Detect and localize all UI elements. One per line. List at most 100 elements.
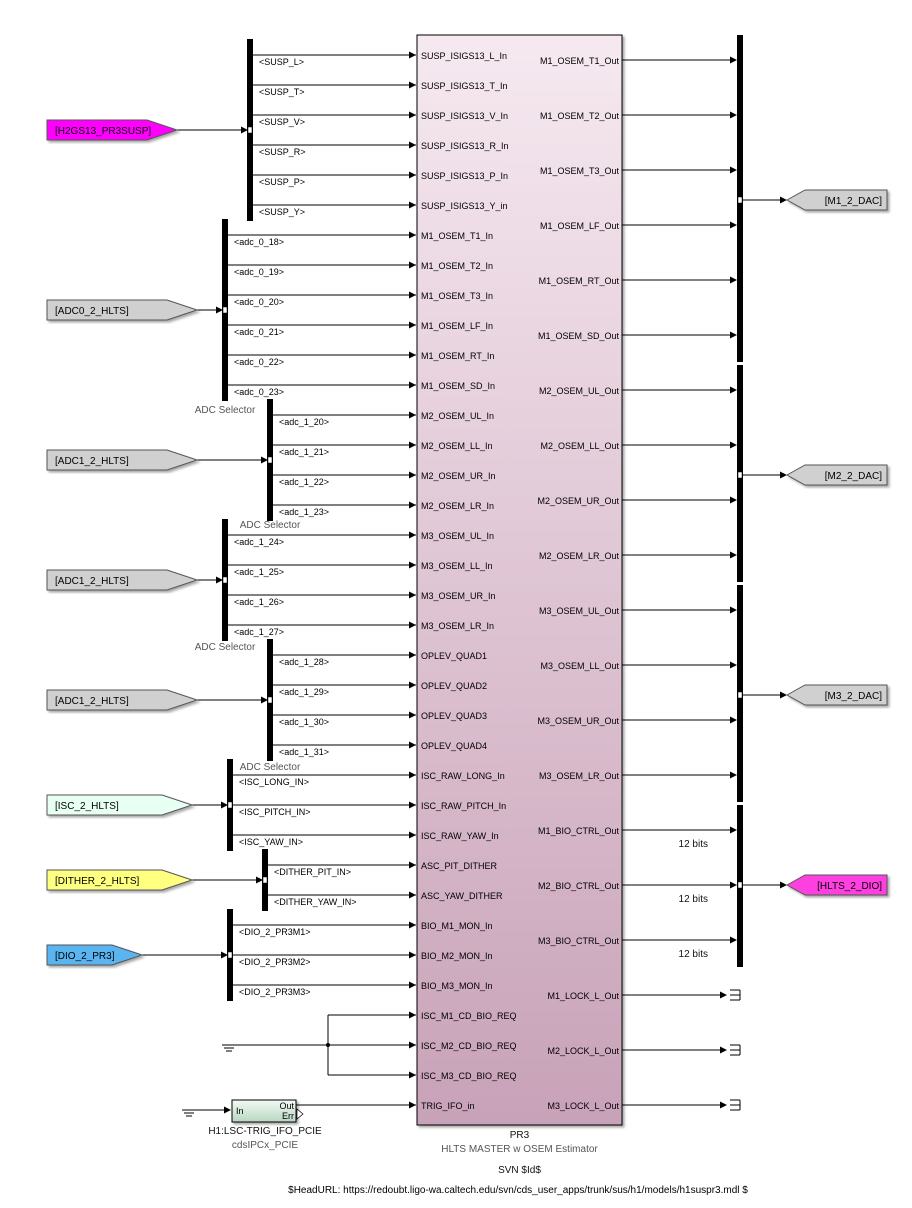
ipc-block-name: H1:LSC-TRIG_IFO_PCIE bbox=[208, 1126, 322, 1137]
selector-caption: ADC Selector bbox=[195, 642, 256, 653]
from-tag-arrow bbox=[241, 126, 248, 134]
from-tag-arrow bbox=[261, 456, 268, 464]
selector-output-arrow bbox=[409, 591, 416, 599]
selector-signal-label: <DITHER_YAW_IN> bbox=[274, 897, 357, 907]
output-arrow bbox=[730, 441, 737, 449]
goto-tag bbox=[785, 684, 888, 706]
selector-output-arrow bbox=[409, 111, 416, 119]
selector-signal-label: <SUSP_V> bbox=[259, 117, 305, 127]
from-tag-label: [ADC0_2_HLTS] bbox=[55, 306, 129, 317]
input-port-label: BIO_M2_MON_In bbox=[421, 951, 493, 961]
selector-output-arrow bbox=[409, 681, 416, 689]
output-arrow bbox=[730, 716, 737, 724]
bus-selector-port bbox=[222, 306, 228, 314]
selector-output-arrow bbox=[409, 351, 416, 359]
output-arrow bbox=[730, 661, 737, 669]
output-port-label: M3_OSEM_UR_Out bbox=[537, 716, 619, 726]
from-tag-label: [DITHER_2_HLTS] bbox=[55, 876, 140, 887]
input-port-label: SUSP_ISIGS13_V_In bbox=[421, 111, 508, 121]
goto-tag-label: [HLTS_2_DIO] bbox=[817, 881, 882, 892]
bus-selector-port bbox=[267, 696, 273, 704]
output-port-label: M2_LOCK_L_Out bbox=[547, 1046, 619, 1056]
selector-output-arrow bbox=[409, 981, 416, 989]
output-arrow bbox=[730, 606, 737, 614]
output-arrow bbox=[730, 936, 737, 944]
selector-output-arrow bbox=[409, 711, 416, 719]
terminator-icon bbox=[730, 989, 741, 1001]
selector-signal-label: <adc_1_30> bbox=[279, 717, 329, 727]
from-tag-label: [ADC1_2_HLTS] bbox=[55, 576, 129, 587]
output-port-label: M2_OSEM_LR_Out bbox=[539, 551, 620, 561]
selector-output-arrow bbox=[409, 201, 416, 209]
selector-output-arrow bbox=[409, 381, 416, 389]
input-port-label: M1_OSEM_RT_In bbox=[421, 351, 494, 361]
from-tag bbox=[46, 119, 179, 141]
input-port-label: ISC_M1_CD_BIO_REQ bbox=[421, 1011, 517, 1021]
selector-output-arrow bbox=[409, 231, 416, 239]
goto-tag-label: [M2_2_DAC] bbox=[825, 471, 882, 482]
master-block-name: PR3 bbox=[510, 1130, 530, 1141]
output-arrow bbox=[730, 881, 737, 889]
output-port-label: M1_OSEM_RT_Out bbox=[539, 276, 620, 286]
bio-req-arrow bbox=[409, 1011, 416, 1019]
input-port-label: M1_OSEM_T3_In bbox=[421, 291, 493, 301]
output-arrow bbox=[730, 826, 737, 834]
goto-tag bbox=[785, 874, 888, 896]
input-port-label: SUSP_ISIGS13_T_In bbox=[421, 81, 508, 91]
selector-output-arrow bbox=[409, 51, 416, 59]
goto-arrow bbox=[780, 471, 787, 479]
ipc-input-arrow bbox=[224, 1106, 231, 1114]
selector-signal-label: <ISC_YAW_IN> bbox=[239, 837, 303, 847]
from-tag bbox=[46, 569, 199, 591]
selector-output-arrow bbox=[409, 741, 416, 749]
from-tag-label: [ISC_2_HLTS] bbox=[55, 801, 119, 812]
lock-output-arrow bbox=[720, 1101, 727, 1109]
selector-output-arrow bbox=[409, 411, 416, 419]
selector-output-arrow bbox=[409, 651, 416, 659]
selector-output-arrow bbox=[409, 441, 416, 449]
output-port-label: M1_OSEM_T2_Out bbox=[540, 111, 620, 121]
output-arrow bbox=[730, 331, 737, 339]
input-port-label: ISC_RAW_LONG_In bbox=[421, 771, 505, 781]
selector-output-arrow bbox=[409, 291, 416, 299]
from-tag-arrow bbox=[221, 951, 228, 959]
terminator-icon bbox=[730, 1099, 741, 1111]
ipc-in-label: In bbox=[236, 1106, 244, 1116]
selector-signal-label: <adc_0_19> bbox=[234, 267, 284, 277]
selector-signal-label: <adc_1_25> bbox=[234, 567, 284, 577]
output-arrow bbox=[730, 111, 737, 119]
output-port-label: M2_OSEM_UR_Out bbox=[537, 496, 619, 506]
selector-output-arrow bbox=[409, 321, 416, 329]
selector-signal-label: <SUSP_T> bbox=[259, 87, 305, 97]
output-arrow bbox=[730, 496, 737, 504]
selector-output-arrow bbox=[409, 801, 416, 809]
input-port-label: OPLEV_QUAD3 bbox=[421, 711, 487, 721]
output-arrow bbox=[730, 221, 737, 229]
from-tag bbox=[46, 944, 144, 966]
bit-width-label: 12 bits bbox=[679, 894, 708, 905]
from-tag-arrow bbox=[216, 576, 223, 584]
input-port-label: OPLEV_QUAD4 bbox=[421, 741, 487, 751]
output-port-label: M2_OSEM_UL_Out bbox=[539, 386, 620, 396]
bus-creator-port bbox=[737, 471, 743, 479]
goto-tag-label: [M3_2_DAC] bbox=[825, 691, 882, 702]
selector-signal-label: <SUSP_P> bbox=[259, 177, 305, 187]
input-port-label: M2_OSEM_UR_In bbox=[421, 471, 496, 481]
selector-signal-label: <DITHER_PIT_IN> bbox=[274, 867, 351, 877]
selector-signal-label: <adc_1_21> bbox=[279, 447, 329, 457]
from-tag bbox=[46, 299, 199, 321]
bit-width-label: 12 bits bbox=[679, 949, 708, 960]
selector-caption: ADC Selector bbox=[240, 520, 301, 531]
output-arrow bbox=[730, 386, 737, 394]
master-block-svn: SVN $Id$ bbox=[498, 1165, 541, 1176]
selector-output-arrow bbox=[409, 861, 416, 869]
ipc-err-label: Err bbox=[282, 1111, 294, 1121]
from-tag bbox=[46, 869, 194, 891]
output-port-label: M1_OSEM_T1_Out bbox=[540, 56, 620, 66]
output-port-label: M2_BIO_CTRL_Out bbox=[538, 881, 620, 891]
input-port-label: M2_OSEM_LR_In bbox=[421, 501, 494, 511]
input-port-label: M3_OSEM_LR_In bbox=[421, 621, 494, 631]
input-port-label: M1_OSEM_T2_In bbox=[421, 261, 493, 271]
selector-signal-label: <SUSP_L> bbox=[259, 57, 304, 67]
